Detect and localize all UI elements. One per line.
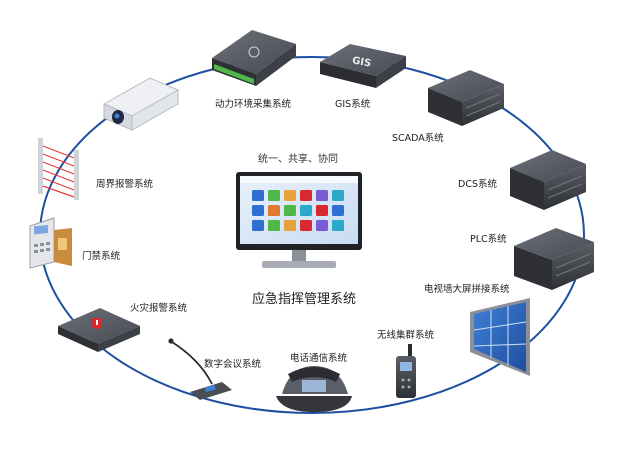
label-access: 门禁系统 — [82, 251, 121, 262]
label-scada: SCADA系统 — [392, 133, 444, 144]
monitor-app-tile — [332, 220, 344, 231]
label-perimeter: 周界报警系统 — [96, 179, 154, 190]
dcs-device — [510, 150, 586, 210]
label-power-env: 动力环境采集系统 — [215, 99, 292, 110]
scada-device — [428, 70, 504, 126]
monitor-app-tile — [268, 220, 280, 231]
monitor-app-tile — [300, 190, 312, 201]
label-telephone: 电话通信系统 — [290, 353, 348, 364]
plc-device — [514, 228, 594, 290]
fire-alarm-device — [58, 308, 140, 352]
label-conference: 数字会议系统 — [204, 359, 262, 370]
label-trunking: 无线集群系统 — [377, 330, 435, 341]
monitor-app-tile — [332, 205, 344, 216]
monitor-app-tile — [316, 220, 328, 231]
monitor-app-tile — [284, 205, 296, 216]
center-title: 应急指挥管理系统 — [252, 292, 357, 307]
center-caption: 统一、共享、协同 — [258, 154, 338, 165]
monitor-app-tile — [316, 190, 328, 201]
monitor-app-tile — [316, 205, 328, 216]
power-env-device — [212, 30, 296, 86]
trunking-radio-device — [396, 344, 416, 398]
monitor-app-tile — [252, 220, 264, 231]
monitor-app-tile — [284, 190, 296, 201]
monitor-app-tile — [252, 205, 264, 216]
monitor-app-tile — [268, 190, 280, 201]
monitor-app-tile — [332, 190, 344, 201]
monitor-app-tile — [268, 205, 280, 216]
label-fire-alarm: 火灾报警系统 — [130, 303, 188, 314]
monitor-app-tile — [300, 220, 312, 231]
label-dcs: DCS系统 — [458, 179, 497, 190]
cctv-camera-device — [102, 77, 180, 131]
monitor-app-tiles — [252, 190, 344, 231]
video-wall-device — [470, 298, 530, 376]
label-video-wall: 电视墙大屏拼接系统 — [424, 284, 510, 295]
label-gis: GIS系统 — [335, 99, 371, 110]
perimeter-alarm-device — [38, 138, 79, 200]
conference-mic-device — [168, 338, 232, 400]
monitor-app-tile — [300, 205, 312, 216]
telephone-device — [276, 366, 352, 412]
access-control-device — [29, 217, 72, 269]
monitor-app-tile — [284, 220, 296, 231]
gis-device — [320, 44, 406, 88]
label-plc: PLC系统 — [470, 234, 507, 245]
monitor-app-tile — [252, 190, 264, 201]
